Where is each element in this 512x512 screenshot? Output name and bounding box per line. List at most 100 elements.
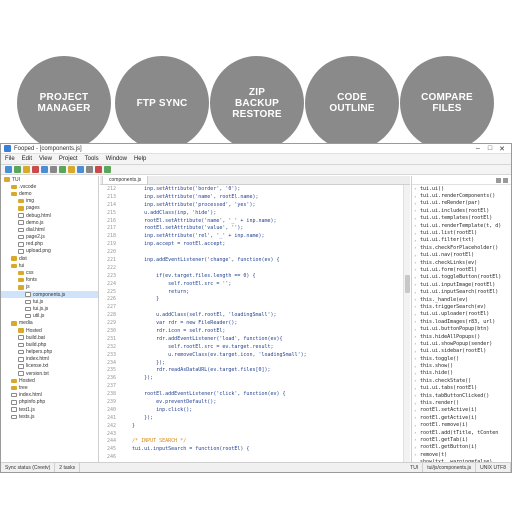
outline-item[interactable]: ›rootEl.getTab(i) bbox=[412, 436, 511, 443]
tree-item[interactable]: media bbox=[1, 320, 98, 327]
minimize-icon[interactable]: – bbox=[476, 145, 480, 152]
toolbar-button-icon[interactable] bbox=[5, 166, 12, 173]
outline-item[interactable]: ›tui.ui.list(rootEl) bbox=[412, 229, 511, 236]
outline-item[interactable]: ›this.checkLinks(ev) bbox=[412, 259, 511, 266]
tree-item[interactable]: demo.js bbox=[1, 219, 98, 226]
tree-item[interactable]: tui.js bbox=[1, 298, 98, 305]
outline-item[interactable]: ›this.checkState() bbox=[412, 377, 511, 384]
outline-item[interactable]: ›rootEl.getButton(i) bbox=[412, 444, 511, 451]
tree-item[interactable]: Hosted bbox=[1, 377, 98, 384]
menu-item[interactable]: View bbox=[39, 156, 52, 162]
outline-item[interactable]: ›tui.ui.includes(rootEl) bbox=[412, 207, 511, 214]
menu-item[interactable]: Tools bbox=[84, 156, 99, 162]
outline-item[interactable]: ›tui.ui.form(rootEl) bbox=[412, 266, 511, 273]
toolbar-button-icon[interactable] bbox=[68, 166, 75, 173]
toolbar-button-icon[interactable] bbox=[95, 166, 102, 173]
outline-item[interactable]: ›this.tabButtonClicked() bbox=[412, 392, 511, 399]
tree-item[interactable]: dial.html bbox=[1, 226, 98, 233]
toolbar-button-icon[interactable] bbox=[23, 166, 30, 173]
outline-item[interactable]: ›show(txt, warning=false) bbox=[412, 458, 511, 462]
tree-item[interactable]: debug.html bbox=[1, 212, 98, 219]
tree-item[interactable]: red.php bbox=[1, 241, 98, 248]
tree-item[interactable]: demo bbox=[1, 190, 98, 197]
menu-item[interactable]: Edit bbox=[21, 156, 33, 162]
menu-item[interactable]: Help bbox=[133, 156, 147, 162]
outline-item[interactable]: ›this._handle(ev) bbox=[412, 296, 511, 303]
scrollbar-thumb[interactable] bbox=[405, 275, 410, 293]
menu-item[interactable]: File bbox=[5, 156, 15, 162]
toolbar-button-icon[interactable] bbox=[50, 166, 57, 173]
toolbar-button-icon[interactable] bbox=[86, 166, 93, 173]
outline-item[interactable]: ›tui.ui.inputSearch(rootEl) bbox=[412, 288, 511, 295]
editor-tab[interactable]: components.js bbox=[102, 176, 149, 184]
pin-icon[interactable] bbox=[496, 177, 501, 183]
outline-item[interactable]: ›rootEl.add(tTitle, tConten bbox=[412, 429, 511, 436]
outline-item[interactable]: ›tui.ui.inputImage(rootEl) bbox=[412, 281, 511, 288]
tree-item[interactable]: dist bbox=[1, 255, 98, 262]
outline-item[interactable]: ›this.hideAllPopups() bbox=[412, 333, 511, 340]
tree-item[interactable]: upload.png bbox=[1, 248, 98, 255]
outline-item[interactable]: ›tui.ui.showPopup(sender) bbox=[412, 340, 511, 347]
tree-item[interactable]: tree bbox=[1, 384, 98, 391]
tree-item[interactable]: tui.js.js bbox=[1, 305, 98, 312]
tree-item[interactable]: .vscode bbox=[1, 183, 98, 190]
outline-item[interactable]: ›this.show() bbox=[412, 362, 511, 369]
toolbar-button-icon[interactable] bbox=[77, 166, 84, 173]
tree-item[interactable]: index.html bbox=[1, 392, 98, 399]
outline-item[interactable]: ›tui.ui.tabs(rootEl) bbox=[412, 385, 511, 392]
outline-item[interactable]: ›this.hide() bbox=[412, 370, 511, 377]
tree-item[interactable]: css bbox=[1, 269, 98, 276]
outline-item[interactable]: ›tui.ui() bbox=[412, 185, 511, 192]
tree-item[interactable]: license.txt bbox=[1, 363, 98, 370]
editor-scrollbar[interactable] bbox=[403, 185, 410, 462]
tree-item[interactable]: index.html bbox=[1, 356, 98, 363]
outline-item[interactable]: ›tui.ui.toggleButton(rootEl) bbox=[412, 274, 511, 281]
close-panel-icon[interactable] bbox=[503, 177, 508, 183]
outline-item[interactable]: ›tui.ui.renderComponents() bbox=[412, 192, 511, 199]
tree-item[interactable]: TUI bbox=[1, 176, 98, 183]
outline-item[interactable]: ›this.checkForPlaceholder() bbox=[412, 244, 511, 251]
toolbar-button-icon[interactable] bbox=[14, 166, 21, 173]
tree-item[interactable]: img bbox=[1, 198, 98, 205]
tree-item[interactable]: build.bat bbox=[1, 334, 98, 341]
outline-item[interactable]: ›this.loadImages(r83, url) bbox=[412, 318, 511, 325]
tree-item[interactable]: test1.js bbox=[1, 406, 98, 413]
outline-item[interactable]: ›remove(t) bbox=[412, 451, 511, 458]
outline-item[interactable]: ›tui.ui.nav(rootEl) bbox=[412, 252, 511, 259]
outline-item[interactable]: ›tui.ui.sidebar(rootEl) bbox=[412, 348, 511, 355]
toolbar-button-icon[interactable] bbox=[32, 166, 39, 173]
outline-item[interactable]: ›rootEl.getActive(i) bbox=[412, 414, 511, 421]
close-icon[interactable]: ✕ bbox=[499, 145, 505, 153]
tree-item[interactable]: pages bbox=[1, 205, 98, 212]
toolbar-button-icon[interactable] bbox=[41, 166, 48, 173]
outline-item[interactable]: ›rootEl.remove(i) bbox=[412, 422, 511, 429]
toolbar-button-icon[interactable] bbox=[104, 166, 111, 173]
outline-item[interactable]: ›tui.ui.uploader(rootEl) bbox=[412, 311, 511, 318]
tree-item[interactable]: phpinfo.php bbox=[1, 399, 98, 406]
outline-item[interactable]: ›this.render() bbox=[412, 399, 511, 406]
outline-item[interactable]: ›tui.ui.renderTemplate(t, d) bbox=[412, 222, 511, 229]
outline-item[interactable]: ›tui.ui.filter(txt) bbox=[412, 237, 511, 244]
maximize-icon[interactable]: □ bbox=[487, 145, 493, 152]
outline-item[interactable]: ›tui.ui.templates(rootEl) bbox=[412, 215, 511, 222]
menu-item[interactable]: Window bbox=[105, 156, 127, 162]
tree-item[interactable]: tui bbox=[1, 262, 98, 269]
outline-item[interactable]: ›tui.ui.buttonPopup(btn) bbox=[412, 325, 511, 332]
tree-item[interactable]: tests.js bbox=[1, 413, 98, 420]
outline-item[interactable]: ›this.toggle() bbox=[412, 355, 511, 362]
outline-item[interactable]: ›tui.ui.reRender(par) bbox=[412, 200, 511, 207]
code-area[interactable]: 212 inp.setAttribute('border', '0');213 … bbox=[100, 185, 402, 462]
outline-item[interactable]: ›this.triggerSearch(ev) bbox=[412, 303, 511, 310]
tree-item[interactable]: util.js bbox=[1, 313, 98, 320]
tree-item[interactable]: components.js bbox=[1, 291, 98, 299]
tree-item[interactable]: page2.js bbox=[1, 234, 98, 241]
toolbar-button-icon[interactable] bbox=[59, 166, 66, 173]
tree-item[interactable]: helpers.php bbox=[1, 349, 98, 356]
outline-item[interactable]: ›rootEl.setActive(i) bbox=[412, 407, 511, 414]
menu-item[interactable]: Project bbox=[58, 156, 78, 162]
tree-item[interactable]: Hosted bbox=[1, 327, 98, 334]
tree-item[interactable]: fonts bbox=[1, 277, 98, 284]
tree-item[interactable]: js bbox=[1, 284, 98, 291]
tree-item[interactable]: version.txt bbox=[1, 370, 98, 377]
tree-item[interactable]: build.php bbox=[1, 341, 98, 348]
